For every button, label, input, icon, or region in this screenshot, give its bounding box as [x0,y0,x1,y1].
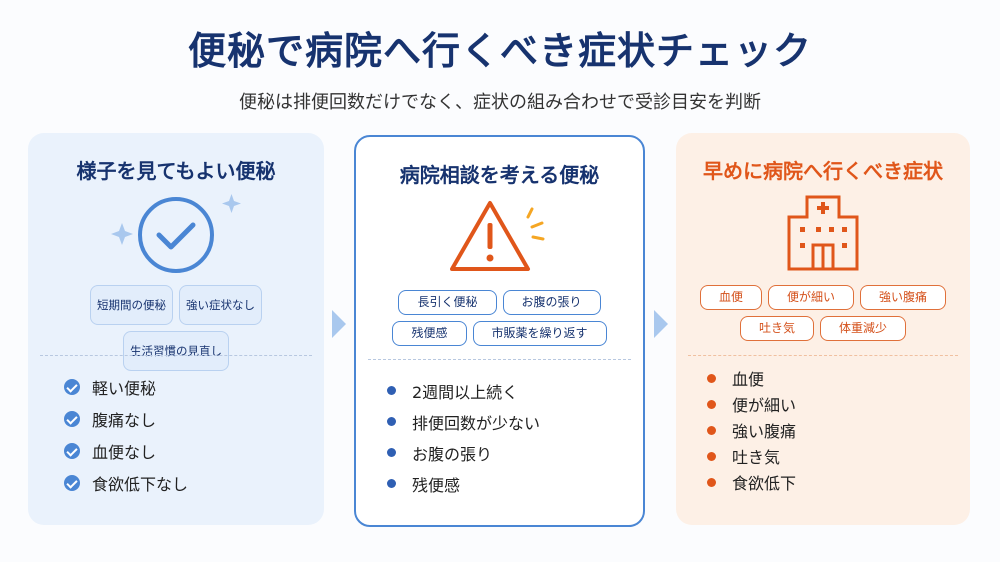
page-subtitle: 便秘は排便回数だけでなく、症状の組み合わせで受診目安を判断 [239,92,761,113]
list-item-label: 排便回数が少ない [412,413,541,433]
bullet-icon [707,373,716,383]
bullet-icon [707,425,716,435]
list-item: お腹の張り [384,437,540,468]
chip: 残便感 [392,321,467,346]
chip: 短期間の便秘 [90,285,173,325]
chip: お腹の張り [502,290,601,315]
bullet-icon [387,386,396,395]
list-item-label: お腹の張り [412,444,493,464]
list-item-label: 吐き気 [732,448,781,467]
chip: 強い腹痛 [860,285,947,310]
check-circle-icon [111,194,241,273]
chip: 生活習慣の見直し [123,331,229,371]
divider [368,359,631,360]
chip: 市販薬を繰り返す [472,321,607,346]
chip: 吐き気 [739,316,814,341]
list-item-label: 血便なし [92,443,157,462]
list-item: 血便なし [64,435,188,467]
list-item-label: 血便 [732,370,765,389]
list-item: 吐き気 [704,443,796,469]
list-item: 強い腹痛 [704,417,796,443]
chip: 便が細い [767,285,854,310]
bullet-icon [387,448,396,457]
check-icon [64,475,80,491]
list-item: 腹痛なし [64,403,188,435]
chip: 体重減少 [820,316,907,341]
bullet-icon [387,417,396,426]
hospital-icon [787,195,859,271]
panel-watch: 様子を見てもよい便秘 短期間の便秘 強い症状なし 生活習慣の見直し 軽い便秘 腹… [28,133,324,525]
check-icon [64,411,80,427]
arrow-right-icon [332,310,346,338]
bullet-icon [707,399,716,409]
list-item: 血便 [704,365,796,391]
panel-title: 早めに病院へ行くべき症状 [703,159,943,183]
list-item: 食欲低下 [704,469,796,495]
arrow-right-icon [654,310,668,338]
list-item-label: 残便感 [412,475,461,495]
list-item: 2週間以上続く [384,375,540,406]
list-item-label: 食欲低下 [732,474,797,493]
list-item-label: 腹痛なし [92,411,157,430]
list-item-label: 2週間以上続く [412,382,519,402]
bullet-icon [387,479,396,488]
panel-urgent: 早めに病院へ行くべき症状 血便 便が細い 強い腹痛 吐き気 体重減少 血便 便が… [676,133,970,525]
warning-triangle-icon [449,201,544,271]
panel-title: 病院相談を考える便秘 [399,163,600,187]
chip: 血便 [699,285,762,310]
list-item: 残便感 [384,468,540,499]
check-icon [64,379,80,395]
list-item-label: 軽い便秘 [92,379,157,398]
check-icon [64,443,80,459]
list-item: 食欲低下なし [64,467,188,499]
list-item-label: 食欲低下なし [92,475,189,494]
list-item: 軽い便秘 [64,371,188,403]
list-item: 便が細い [704,391,796,417]
bullet-icon [707,477,716,487]
panel-title: 様子を見てもよい便秘 [76,159,276,183]
panel-consult: 病院相談を考える便秘 長引く便秘 お腹の張り 残便感 市販薬を繰り返す 2週間以… [354,135,645,527]
list-item-label: 便が細い [732,396,797,415]
chip: 長引く便秘 [398,290,497,315]
divider [688,355,958,356]
list-item-label: 強い腹痛 [732,422,797,441]
list-item: 排便回数が少ない [384,406,540,437]
page-title: 便秘で病院へ行くべき症状チェック [187,29,812,73]
divider [40,355,312,356]
chip: 強い症状なし [179,285,262,325]
bullet-icon [707,451,716,461]
